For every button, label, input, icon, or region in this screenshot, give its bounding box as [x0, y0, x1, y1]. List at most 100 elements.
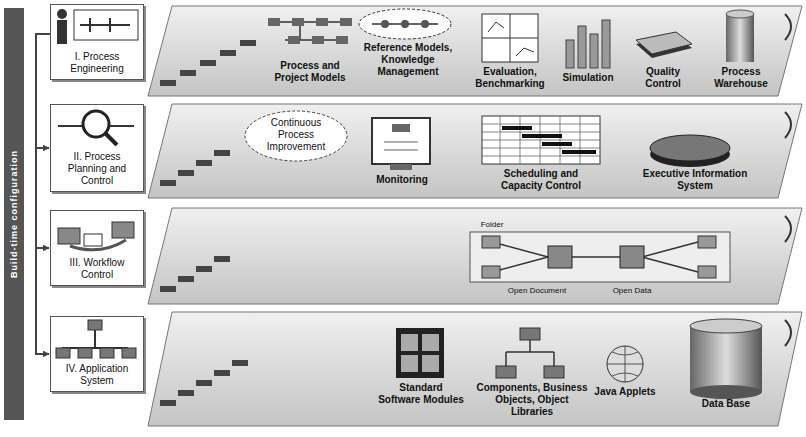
- network-frame: [470, 232, 730, 282]
- event: [288, 36, 300, 44]
- trend: [488, 22, 534, 56]
- network-icon: [56, 320, 136, 358]
- component-label: Process and Project Models: [262, 60, 358, 84]
- dot: [401, 20, 409, 28]
- cylinder-top: [726, 10, 754, 18]
- eis-icon: [650, 135, 730, 167]
- bar: [602, 20, 610, 68]
- warehouse-icon: [726, 10, 754, 62]
- pc: [58, 228, 80, 244]
- object: [496, 366, 516, 378]
- window: [396, 328, 444, 378]
- layer-box: IV. Application System: [50, 316, 144, 392]
- layer-title: III. Workflow Control: [54, 257, 140, 281]
- configuration-bar: [4, 8, 24, 420]
- database-icon: [690, 319, 762, 399]
- body: [57, 20, 67, 44]
- module: [401, 334, 418, 351]
- component-label: Java Applets: [594, 386, 656, 398]
- pc: [78, 348, 92, 358]
- pc: [56, 348, 70, 358]
- wires: [492, 242, 698, 272]
- component-label: Open Data: [600, 286, 664, 296]
- stand: [390, 164, 412, 170]
- event: [292, 18, 304, 26]
- component-label: Evaluation, Benchmarking: [468, 66, 552, 90]
- layer-panel: [148, 6, 802, 96]
- step-block: [160, 286, 176, 292]
- component-label: Simulation: [556, 72, 620, 84]
- screen-box: [392, 124, 410, 132]
- step-block: [160, 80, 176, 86]
- wires: [62, 330, 128, 348]
- evaluation-icon: [482, 14, 538, 62]
- step-block: [196, 160, 212, 166]
- dot: [421, 20, 429, 28]
- server: [620, 246, 644, 268]
- cycle-arrow: [785, 112, 791, 138]
- layer-panel: [148, 312, 802, 426]
- layer-box: III. Workflow Control: [50, 210, 144, 286]
- server: [548, 246, 572, 268]
- step-block: [200, 60, 216, 66]
- layer-panel: [148, 208, 802, 304]
- pc: [698, 266, 716, 278]
- configuration-arrow: [36, 34, 50, 248]
- layer-box: I. Process Engineering: [50, 4, 144, 80]
- step-block: [220, 50, 236, 56]
- cloud-shape: [245, 111, 347, 161]
- bar: [590, 34, 598, 68]
- cloud-text: Continuous Process Improvement: [256, 117, 336, 153]
- cylinder-body: [690, 326, 762, 392]
- event: [268, 18, 280, 26]
- component-label: Executive Information System: [636, 168, 754, 192]
- grid: [482, 14, 538, 62]
- document: [84, 234, 102, 246]
- presenter-icon: [57, 9, 138, 44]
- meridians: [607, 346, 643, 382]
- step-block: [160, 180, 176, 186]
- screen: [372, 118, 430, 164]
- step-block: [178, 276, 194, 282]
- components-icon: [496, 328, 564, 378]
- event: [316, 18, 328, 26]
- layer-title: I. Process Engineering: [54, 51, 140, 75]
- pc: [482, 266, 500, 278]
- step-block: [196, 266, 212, 272]
- component-label: Reference Models, Knowledge Management: [358, 42, 458, 78]
- layer-panel: [148, 104, 802, 198]
- chart-lines: [80, 18, 130, 32]
- quality-icon: [636, 32, 692, 58]
- cylinder-body: [726, 14, 754, 62]
- step-block: [214, 150, 230, 156]
- folder: [482, 236, 500, 248]
- board: [74, 10, 138, 40]
- object: [544, 366, 564, 378]
- step-blocks: [160, 40, 256, 406]
- step-block: [240, 40, 256, 46]
- bars: [502, 128, 596, 152]
- component-label: Monitoring: [362, 174, 442, 186]
- configuration-arrow: [36, 34, 50, 354]
- layer-title: IV. Application System: [54, 363, 140, 387]
- layer-panels: [148, 6, 802, 426]
- head: [57, 9, 67, 19]
- module: [422, 334, 439, 351]
- process-model-icon: [268, 18, 352, 44]
- component-label: Scheduling and Capacity Control: [482, 168, 600, 192]
- simulation-icon: [566, 20, 610, 68]
- bar: [578, 26, 586, 68]
- step-block: [214, 256, 230, 262]
- pc: [88, 320, 102, 330]
- java-icon: [607, 346, 643, 382]
- module: [401, 355, 418, 372]
- screen-lines: [384, 142, 418, 150]
- event: [312, 36, 324, 44]
- component-label: Components, Business Objects, Object Lib…: [474, 382, 590, 418]
- component-label: Open Document: [496, 286, 578, 296]
- cloud: [359, 9, 451, 39]
- grid: [482, 116, 600, 164]
- reference-models-icon: [359, 9, 451, 39]
- step-block: [178, 390, 194, 396]
- gantt-icon: [482, 116, 600, 164]
